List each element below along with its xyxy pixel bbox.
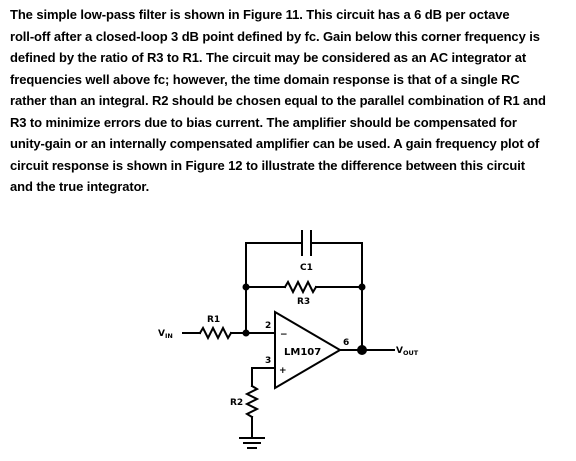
inverting-sign: −	[280, 330, 288, 340]
noninverting-sign: +	[279, 366, 287, 376]
description-paragraph: The simple low-pass filter is shown in F…	[10, 4, 570, 198]
junction-dot	[242, 283, 250, 291]
paragraph-line: R3 to minimize errors due to bias curren…	[10, 114, 517, 130]
output-pin-number: 6	[343, 338, 349, 348]
low-pass-filter-schematic: C1 R3 R1 R2 2 3 6 − + LM107 VIN VOUT	[158, 230, 419, 449]
input-voltage-main: V	[158, 329, 165, 339]
paragraph-line: roll-off after a closed-loop 3 dB point …	[10, 28, 540, 44]
paragraph-line: defined by the ratio of R3 to R1. The ci…	[10, 50, 527, 65]
output-voltage-main: V	[396, 346, 403, 356]
junction-dot	[242, 329, 250, 337]
output-voltage-subscript: OUT	[403, 349, 419, 357]
paragraph-line: unity-gain or an internally compensated …	[10, 136, 540, 151]
noninverting-pin-number: 3	[265, 356, 271, 366]
paragraph-line: circuit response is shown in Figure 12 t…	[10, 157, 525, 173]
paragraph-line: and the true integrator.	[10, 179, 150, 194]
resistor-r1	[182, 325, 276, 341]
opamp-label: LM107	[284, 347, 321, 358]
input-voltage-label: VIN	[158, 329, 173, 340]
resistor-r2	[244, 384, 260, 439]
junction-dot	[358, 283, 366, 291]
capacitor-c1	[245, 230, 363, 256]
ground-resistor-label: R2	[230, 398, 243, 408]
opamp-triangle	[274, 310, 342, 390]
paragraph-line: frequencies well above fc; however, the …	[10, 71, 520, 87]
output-voltage-label: VOUT	[396, 346, 419, 357]
resistor-r3	[245, 279, 363, 295]
feedback-resistor-label: R3	[297, 297, 310, 307]
paragraph-line: rather than an integral. R2 should be ch…	[10, 93, 546, 108]
input-resistor-label: R1	[207, 315, 220, 325]
paragraph-line: The simple low-pass filter is shown in F…	[10, 7, 510, 22]
junction-dot	[357, 345, 367, 355]
inverting-pin-number: 2	[265, 321, 271, 331]
capacitor-label: C1	[300, 263, 313, 273]
ground-icon	[239, 437, 265, 449]
input-voltage-subscript: IN	[165, 332, 173, 340]
